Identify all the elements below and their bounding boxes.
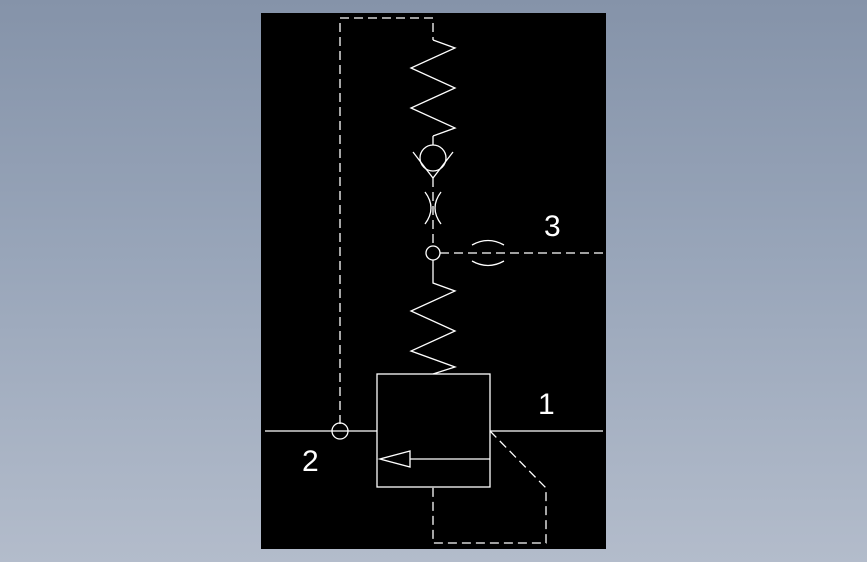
port-2-label: 2	[302, 445, 319, 478]
port-2-junction	[331, 422, 349, 440]
port-1-label: 1	[538, 388, 555, 421]
pilot-line-top	[339, 17, 434, 424]
horizontal-orifice-icon	[471, 239, 505, 267]
upper-spring	[409, 39, 457, 137]
vertical-orifice-icon	[424, 191, 442, 225]
lower-spring	[409, 260, 458, 375]
port-3-label: 3	[544, 210, 561, 243]
flow-arrow	[377, 450, 490, 468]
internal-pilot-line	[432, 430, 547, 544]
